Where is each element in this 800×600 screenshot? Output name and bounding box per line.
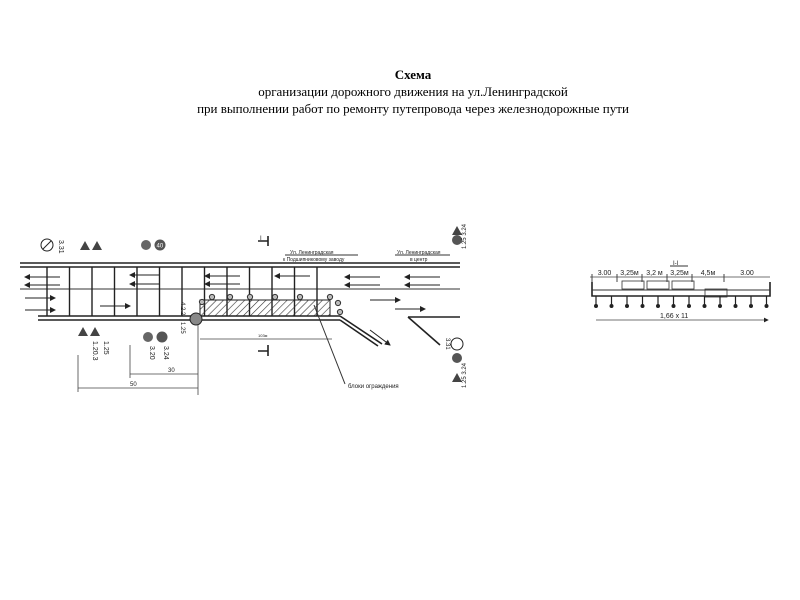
- barrier-block: [296, 293, 304, 301]
- barrier-block: [334, 299, 342, 307]
- section-width-label: 3.00: [598, 270, 612, 277]
- section-mark-top: I: [260, 236, 262, 242]
- warning-sign-bottom-icon: [78, 327, 100, 336]
- barrier-sign: [189, 312, 203, 326]
- sign-right-top-label: 1.25 3.24: [462, 223, 468, 249]
- sign-right-bottom-label: 1.25 3.24: [462, 362, 468, 388]
- scheme-subtitle-2: при выполнении работ по ремонту путепров…: [197, 101, 629, 116]
- section-width-label: 3,25м: [670, 270, 689, 277]
- warning-sign-icon: [80, 241, 102, 250]
- sign-324-label: 3.24: [162, 346, 169, 360]
- section-span-label: 1,66 x 11: [660, 313, 688, 320]
- pile: [702, 304, 707, 308]
- scheme-heading: Схема: [394, 67, 432, 82]
- street-left-label: Ул. Ленинградская: [290, 250, 334, 256]
- section-width-label: 4,5м: [701, 270, 716, 277]
- speed-value: 40: [157, 244, 164, 250]
- warning-sign-right-icon: [452, 226, 462, 235]
- barrier-blocks-label: блоки ограждения: [348, 384, 399, 390]
- section-width-label: 3,2 м: [646, 270, 663, 277]
- sign-125-label: 1.25: [102, 341, 109, 355]
- section-title: I-I: [673, 261, 679, 267]
- barrier-block: [246, 293, 254, 301]
- dim-50: 50: [130, 382, 137, 388]
- cross-section: I-I 3.00 3,25м 3,2 м 3,25м 4,5м 3.00 1,66 x 1…: [590, 261, 771, 323]
- barrier-block: [226, 293, 234, 301]
- barrier-block: [336, 308, 344, 316]
- street-left-sub: к Подшипниковому заводу: [283, 257, 345, 263]
- sign-1203-label: 1.20.3: [91, 341, 98, 361]
- sign-331-right-label: 3.31: [444, 338, 450, 350]
- pile: [718, 304, 722, 308]
- speed-limit-sign-icon: [154, 239, 166, 251]
- pile: [640, 304, 645, 308]
- barrier-block: [208, 293, 216, 301]
- pile: [733, 304, 738, 308]
- sign-320-label: 3.20: [148, 346, 155, 360]
- street-right-label: Ул. Ленинградская: [397, 250, 441, 256]
- pile: [609, 304, 614, 308]
- barrier-block: [198, 298, 206, 306]
- traffic-arrow: [369, 329, 391, 346]
- barrier-block: [326, 293, 334, 301]
- barrier-block: [271, 293, 279, 301]
- lane-box: [621, 280, 645, 290]
- section-width-label: 3.00: [740, 270, 754, 277]
- pile: [764, 304, 769, 308]
- pile: [671, 304, 676, 308]
- sign-125b-label: 1.25: [179, 322, 185, 334]
- work-zone-hatched: [199, 299, 331, 317]
- sign-331-icon: [40, 238, 54, 252]
- road-plan: блоки ограждения Ул. Ленинградская к Под…: [20, 223, 468, 395]
- section-width-label: 3,25м: [620, 270, 639, 277]
- sign-no-overtake-icon: [141, 240, 151, 250]
- lane-box: [671, 280, 695, 290]
- sign-4222-label: 4.2.2: [179, 302, 185, 316]
- speed-limit-right-icon: [452, 235, 462, 245]
- sign-331-label: 3.31: [57, 240, 64, 254]
- street-right-sub: в центр: [410, 257, 428, 263]
- pile: [625, 304, 629, 308]
- dim-work: 103м: [258, 333, 268, 338]
- lane-box: [646, 280, 670, 290]
- sign-331-right-icon: [450, 337, 464, 351]
- pile: [594, 304, 598, 308]
- scheme-subtitle-1: организации дорожного движения на ул.Лен…: [258, 84, 568, 99]
- lane-box: [704, 288, 728, 298]
- pile: [656, 304, 660, 308]
- pile: [687, 304, 691, 308]
- dim-30: 30: [168, 368, 175, 374]
- pile: [749, 304, 753, 308]
